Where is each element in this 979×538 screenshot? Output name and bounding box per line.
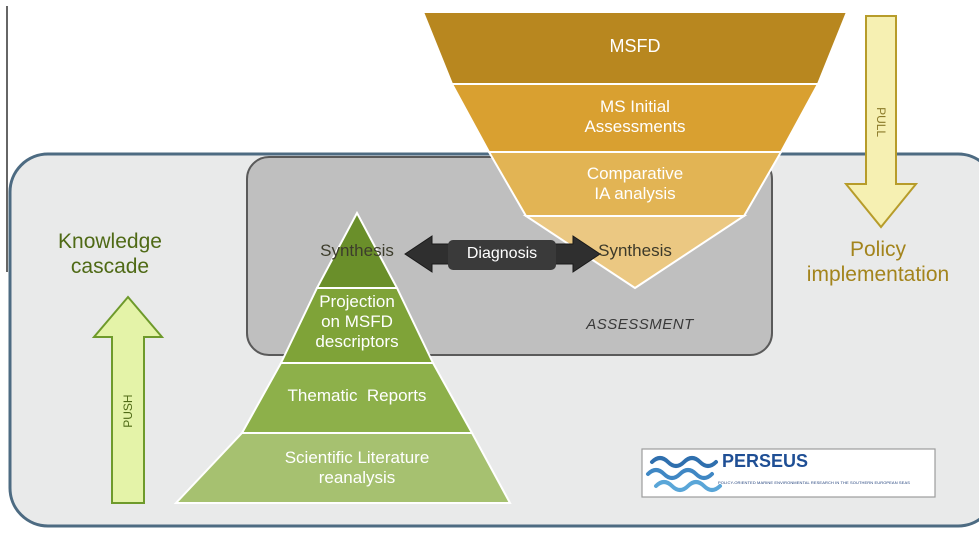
push-arrow — [91, 295, 165, 504]
pull-label-msfd: MSFD — [609, 36, 661, 56]
perseus-logo-tagline: POLICY-ORIENTED MARINE ENVIRONMENTAL RES… — [718, 481, 910, 485]
push-level-scientific-literature — [173, 432, 512, 504]
push-label-synthesis: Synthesis — [320, 241, 394, 260]
assessment-label: ASSESSMENT — [586, 316, 694, 333]
diagnosis-box — [448, 240, 556, 270]
pull-label-synthesis: Synthesis — [598, 241, 672, 260]
push-arrow-label: PUSH — [120, 394, 135, 428]
perseus-logo-title: PERSEUS — [722, 451, 809, 471]
push-label-thematic-reports: Thematic Reports — [287, 386, 427, 405]
pull-arrow — [843, 15, 919, 229]
perseus-wave-logo — [646, 456, 722, 492]
diagnosis-label: Diagnosis — [466, 245, 538, 262]
pull-arrow-label: PULL — [874, 107, 889, 138]
